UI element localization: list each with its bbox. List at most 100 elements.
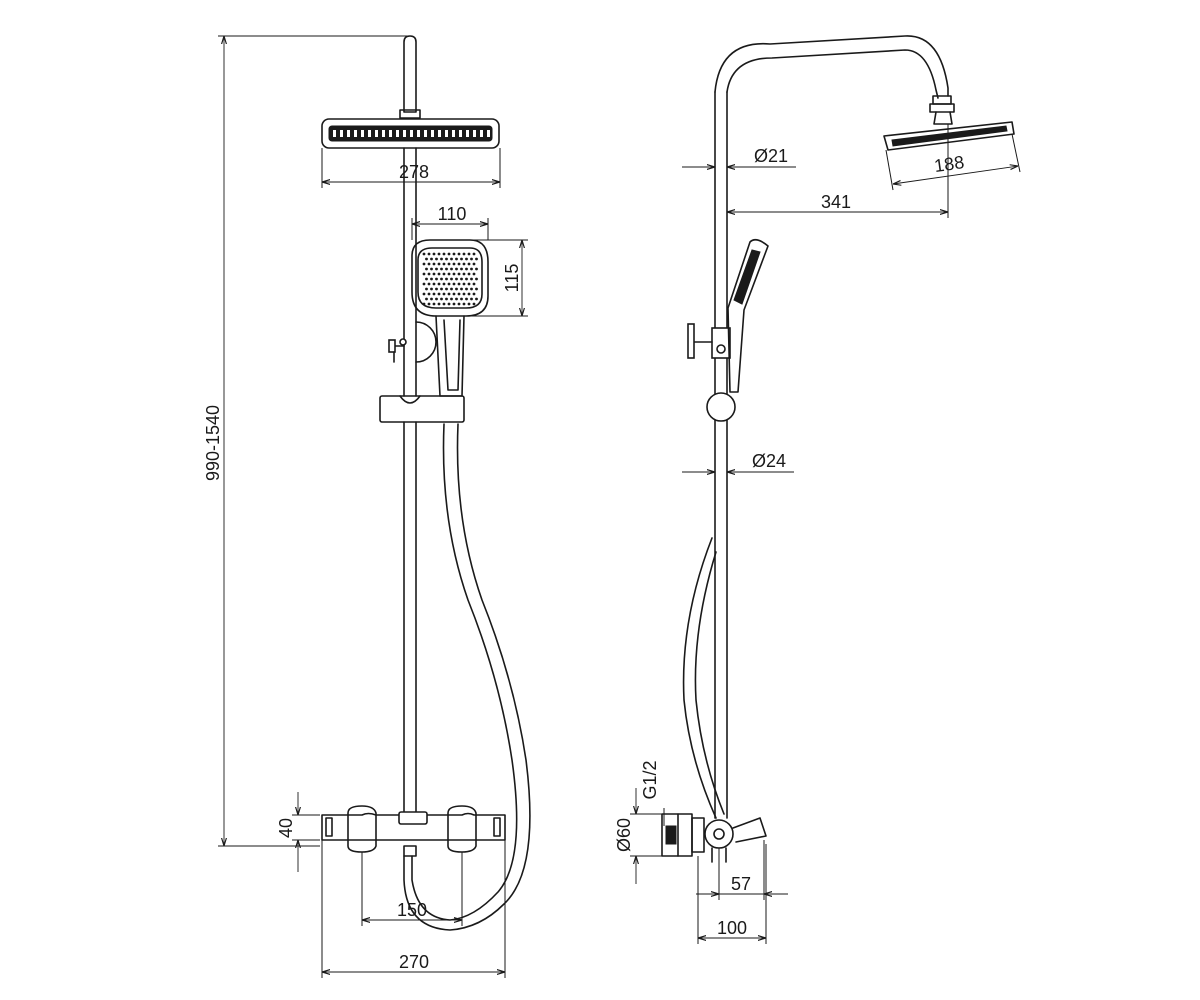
shower-nozzle xyxy=(445,130,448,137)
spray-hole xyxy=(457,302,461,306)
spray-hole xyxy=(472,292,476,296)
dim-upper-pipe-diameter: Ø21 xyxy=(754,146,788,166)
side-overhead-arm xyxy=(714,35,955,125)
spray-hole xyxy=(470,267,473,271)
spray-hole xyxy=(427,252,431,256)
spray-hole xyxy=(435,267,438,271)
spray-hole xyxy=(470,297,473,301)
front-rain-shower-head xyxy=(321,118,500,149)
spray-hole xyxy=(437,282,441,286)
spray-hole xyxy=(462,252,466,256)
spray-hole xyxy=(465,297,468,301)
shower-nozzle xyxy=(466,130,469,137)
spray-hole xyxy=(475,257,478,261)
spray-hole xyxy=(447,262,451,266)
side-hand-shower xyxy=(727,238,769,393)
shower-nozzle xyxy=(424,130,427,137)
spray-hole xyxy=(422,252,426,256)
spray-hole xyxy=(427,292,431,296)
spray-hole xyxy=(432,272,436,276)
shower-nozzle xyxy=(403,130,406,137)
front-slide-rail xyxy=(403,147,417,813)
spray-hole xyxy=(452,272,456,276)
front-diverter-knob xyxy=(388,321,437,363)
spray-hole xyxy=(427,262,431,266)
shower-nozzle xyxy=(431,130,434,137)
spray-hole xyxy=(432,262,436,266)
spray-hole xyxy=(472,262,476,266)
spray-hole xyxy=(435,287,438,291)
spray-hole xyxy=(430,277,433,281)
spray-hole xyxy=(430,287,433,291)
spray-hole xyxy=(437,262,441,266)
spray-hole xyxy=(467,302,471,306)
spray-hole xyxy=(430,257,433,261)
front-hose xyxy=(403,423,531,931)
spray-hole xyxy=(460,287,463,291)
spray-hole xyxy=(450,277,453,281)
shower-nozzle xyxy=(410,130,413,137)
spray-hole xyxy=(472,302,476,306)
spray-hole xyxy=(465,267,468,271)
spray-hole xyxy=(467,252,471,256)
spray-hole xyxy=(445,257,448,261)
spray-hole xyxy=(472,272,476,276)
spray-hole xyxy=(435,257,438,261)
spray-hole xyxy=(440,267,443,271)
spray-hole xyxy=(422,302,426,306)
spray-hole xyxy=(432,282,436,286)
spray-hole xyxy=(425,277,428,281)
dim-total-height: 990-1540 xyxy=(203,405,223,481)
spray-hole xyxy=(440,297,443,301)
dim-hand-shower-height: 115 xyxy=(502,264,522,293)
front-view xyxy=(321,35,531,931)
dim-hand-shower-width: 110 xyxy=(438,204,467,224)
spray-hole xyxy=(452,262,456,266)
dim-spout-offset: 57 xyxy=(731,874,751,894)
spray-hole xyxy=(452,292,456,296)
spray-hole xyxy=(475,277,478,281)
spray-hole xyxy=(422,272,426,276)
spray-hole xyxy=(465,257,468,261)
spray-hole xyxy=(445,297,448,301)
spray-hole xyxy=(472,252,476,256)
front-upper-pipe xyxy=(399,35,421,119)
shower-nozzle xyxy=(480,130,483,137)
spray-hole xyxy=(442,272,446,276)
spray-hole xyxy=(470,277,473,281)
spray-hole xyxy=(442,252,446,256)
dim-mixer-height: 40 xyxy=(276,818,296,838)
shower-nozzle xyxy=(396,130,399,137)
spray-hole xyxy=(437,252,441,256)
side-view xyxy=(661,35,1015,863)
spray-hole xyxy=(442,282,446,286)
spray-hole xyxy=(445,277,448,281)
spray-hole xyxy=(425,267,428,271)
shower-nozzle xyxy=(340,130,343,137)
spray-hole xyxy=(457,252,461,256)
spray-hole xyxy=(452,252,456,256)
spray-hole xyxy=(437,272,441,276)
spray-hole xyxy=(457,282,461,286)
shower-nozzle xyxy=(473,130,476,137)
side-hose xyxy=(682,537,725,819)
spray-hole xyxy=(470,257,473,261)
spray-hole xyxy=(427,302,431,306)
shower-nozzle xyxy=(438,130,441,137)
spray-hole xyxy=(440,257,443,261)
shower-nozzle xyxy=(459,130,462,137)
spray-hole xyxy=(442,302,446,306)
spray-hole xyxy=(432,302,436,306)
spray-hole xyxy=(475,267,478,271)
spray-hole xyxy=(447,272,451,276)
shower-nozzle xyxy=(361,130,364,137)
spray-hole xyxy=(465,277,468,281)
spray-hole xyxy=(462,282,466,286)
shower-nozzle xyxy=(487,130,490,137)
spray-hole xyxy=(437,292,441,296)
spray-hole xyxy=(450,257,453,261)
spray-hole xyxy=(447,292,451,296)
spray-hole xyxy=(462,272,466,276)
